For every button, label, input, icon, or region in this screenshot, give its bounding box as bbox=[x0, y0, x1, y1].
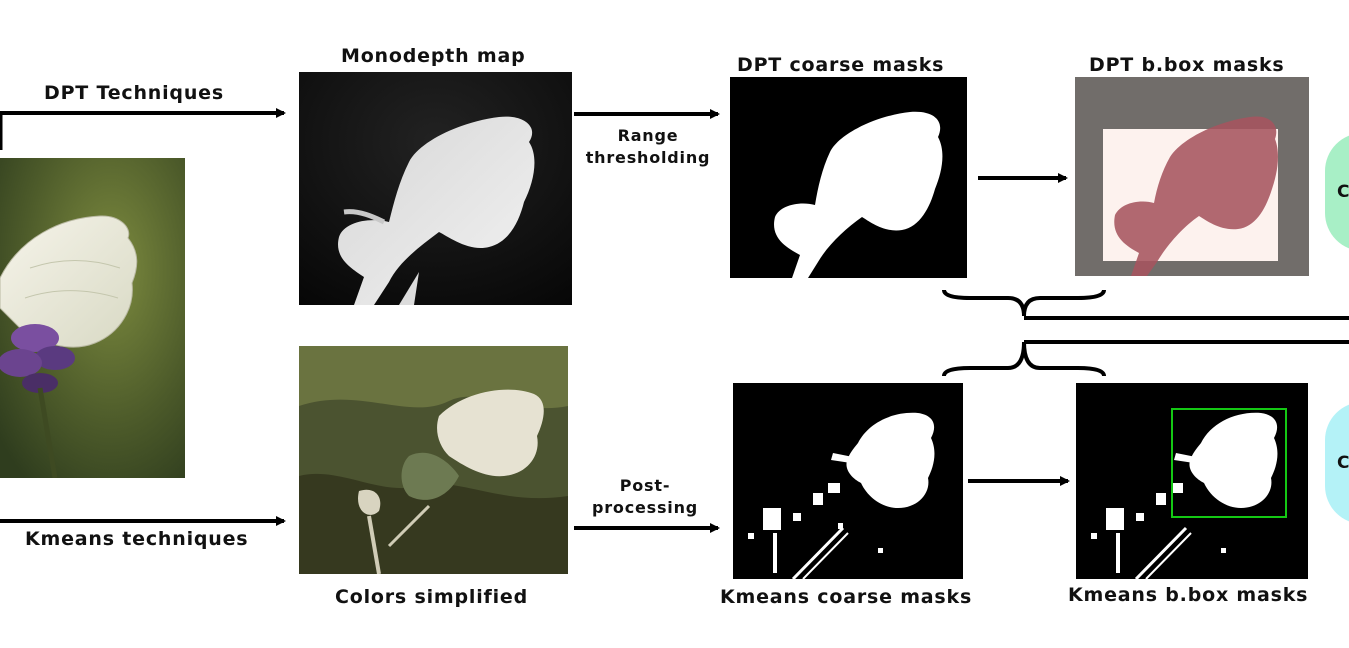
kmeans-coarse-mask-image bbox=[733, 383, 963, 579]
colors-simplified-image bbox=[299, 346, 568, 574]
input-butterfly-photo bbox=[0, 158, 185, 478]
label-dpt-coarse-masks: DPT coarse masks bbox=[737, 54, 945, 76]
brace-kmeans bbox=[942, 341, 1106, 377]
label-kmeans-techniques: Kmeans techniques bbox=[25, 528, 249, 550]
label-post: Post- bbox=[619, 476, 671, 495]
label-post-processing: Post- processing bbox=[575, 475, 715, 519]
kmeans-bbox-mask-image bbox=[1076, 383, 1308, 579]
output-pill-dpt-label: C bbox=[1337, 182, 1349, 202]
monodepth-map-image bbox=[299, 72, 572, 305]
output-pill-kmeans: C bbox=[1325, 402, 1349, 524]
output-pill-dpt: C bbox=[1325, 133, 1349, 251]
label-range: Range bbox=[617, 126, 679, 145]
label-dpt-bbox-masks: DPT b.box masks bbox=[1089, 54, 1285, 76]
label-kmeans-coarse-masks: Kmeans coarse masks bbox=[720, 586, 973, 608]
label-monodepth-map: Monodepth map bbox=[341, 45, 526, 67]
label-kmeans-bbox-masks: Kmeans b.box masks bbox=[1068, 584, 1309, 606]
brace-dpt bbox=[942, 289, 1106, 317]
dpt-bbox-mask-image bbox=[1075, 77, 1309, 276]
label-thresholding: thresholding bbox=[585, 148, 711, 167]
label-range-thresholding: Range thresholding bbox=[578, 125, 718, 169]
label-dpt-techniques: DPT Techniques bbox=[44, 82, 224, 104]
bounding-box bbox=[1171, 408, 1287, 518]
dpt-coarse-mask-image bbox=[730, 77, 967, 278]
label-colors-simplified: Colors simplified bbox=[335, 586, 528, 608]
output-pill-kmeans-label: C bbox=[1337, 453, 1349, 473]
label-processing: processing bbox=[591, 498, 699, 517]
